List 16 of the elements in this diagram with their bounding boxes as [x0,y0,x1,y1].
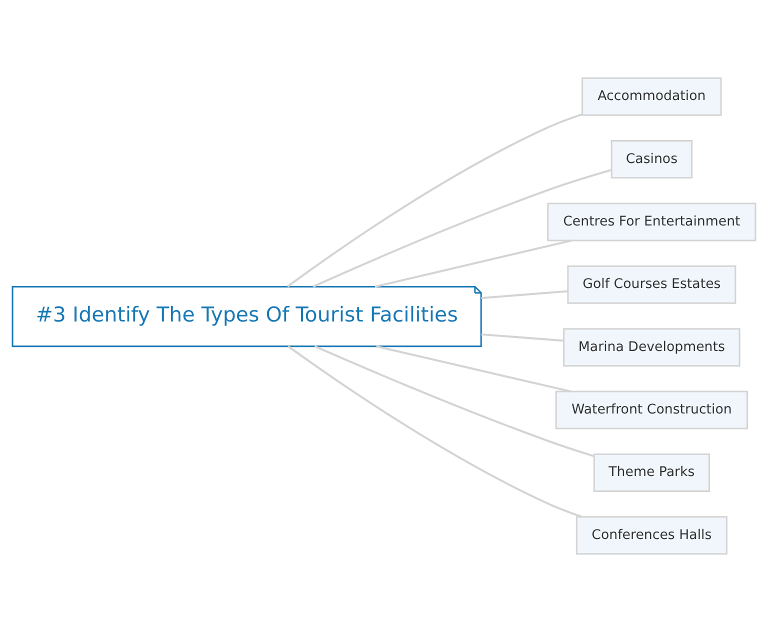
node-box: Marina Developments [563,328,740,367]
connector [481,290,568,300]
connector [288,346,582,518]
connector [286,113,583,288]
node-box: Casinos [610,140,693,179]
node-box: Golf Courses Estates [567,265,736,304]
node-box: Accommodation [582,77,722,116]
connector [312,169,612,288]
node-box: Centres For Entertainment [547,202,756,242]
node-box: Theme Parks [593,453,710,492]
node-box: Conferences Halls [576,516,728,555]
connector [481,333,564,342]
connector [374,240,572,288]
connector [314,345,594,458]
node-box: Waterfront Construction [555,390,748,430]
connector [376,345,572,393]
